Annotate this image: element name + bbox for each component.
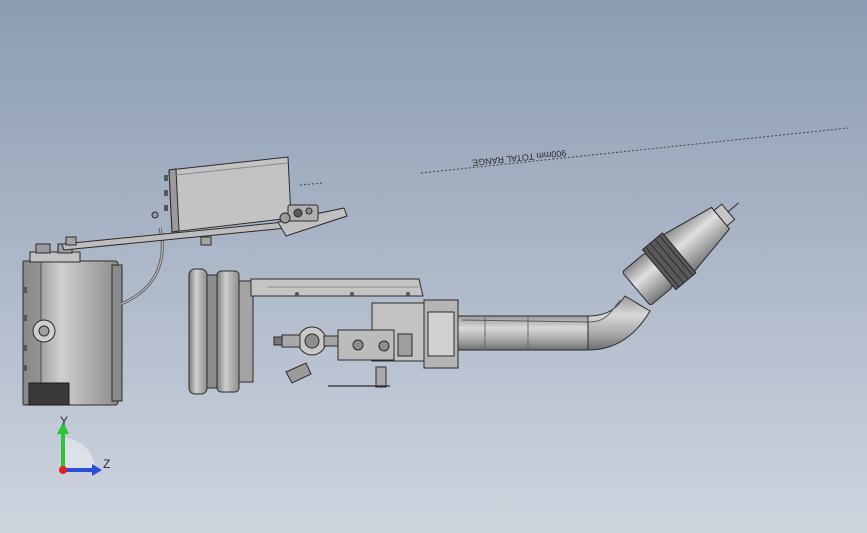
clamp-block[interactable]	[328, 299, 459, 388]
axis-z-label: Z	[103, 457, 110, 471]
support-arm[interactable]	[250, 278, 424, 297]
torch-nozzle[interactable]	[620, 183, 756, 309]
triad-quadrant	[63, 438, 95, 470]
triad-icon: Y Z	[57, 414, 110, 476]
control-box[interactable]	[151, 156, 292, 233]
drive-flange[interactable]	[188, 268, 254, 395]
gas-fitting[interactable]	[273, 326, 339, 384]
y-arrowhead	[57, 422, 69, 434]
motor-housing[interactable]	[22, 243, 123, 406]
range-line	[420, 127, 849, 174]
range-label: 900mm TOTAL RANGE	[472, 148, 567, 168]
x-axis-dot	[59, 466, 67, 474]
axis-y-label: Y	[60, 414, 68, 428]
range-annotation: 900mm TOTAL RANGE	[299, 127, 849, 186]
box-bracket[interactable]	[277, 204, 348, 237]
torch-neck[interactable]	[457, 295, 651, 351]
z-arrowhead	[92, 464, 102, 476]
range-tick	[299, 182, 324, 186]
